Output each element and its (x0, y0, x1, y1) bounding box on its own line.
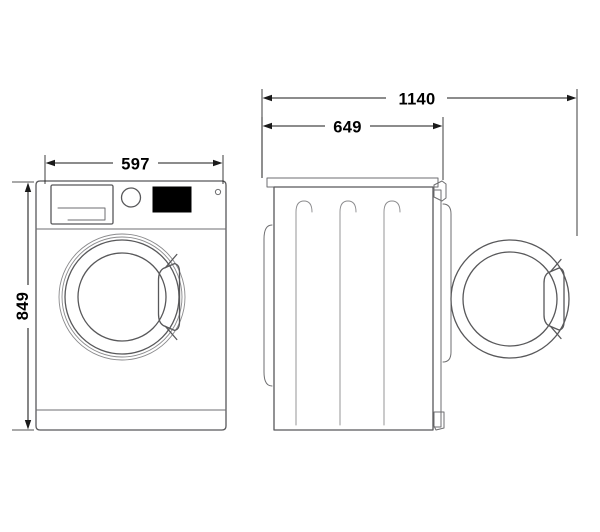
dimension-849: 849 (12, 181, 34, 431)
detergent-drawer[interactable] (50, 184, 114, 225)
dim-label-597: 597 (121, 156, 149, 174)
worktop-lid (266, 177, 439, 188)
door-handle-upper-seam (164, 253, 178, 269)
door-bezel-mid-icon (61, 236, 183, 358)
dim-label-849: 849 (14, 292, 32, 320)
arrow-597-right-icon (213, 159, 223, 167)
open-door-inner (462, 251, 558, 347)
cabinet-body (35, 180, 227, 431)
front-view: 597 849 (12, 155, 227, 431)
display-screen (152, 186, 192, 213)
dimension-597: 597 (44, 155, 224, 184)
open-door-handle-lower-seam (549, 325, 562, 340)
rear-panel (263, 224, 273, 387)
door-hinge[interactable] (433, 180, 447, 202)
dim-label-1140: 1140 (399, 91, 436, 109)
arrow-649-left-icon (262, 122, 272, 130)
drum-rib-3 (383, 200, 401, 426)
door-porthole-glass (77, 252, 167, 342)
power-button[interactable] (214, 188, 222, 196)
arrow-649-right-icon (433, 122, 443, 130)
open-door-leaf (442, 203, 452, 363)
door-bezel-outer-icon (58, 233, 186, 361)
door-porthole-outer (64, 239, 180, 355)
open-door-handle-upper-seam (549, 258, 562, 273)
open-door-outer (450, 239, 570, 359)
arrow-1140-right-icon (567, 94, 577, 102)
detergent-drawer-step (57, 207, 106, 221)
dimension-1140: 1140 (261, 89, 578, 236)
cabinet-top (273, 186, 434, 431)
arrow-849-bottom-icon (24, 420, 32, 430)
arrow-849-top-icon (24, 182, 32, 192)
dim-label-649: 649 (333, 119, 361, 137)
dimension-649: 649 (261, 117, 444, 180)
door-foot (433, 411, 445, 431)
door-handle[interactable] (157, 262, 181, 332)
arrow-597-left-icon (45, 159, 55, 167)
drum-rib-1 (295, 200, 313, 426)
front-face-strip (432, 189, 442, 428)
arrow-1140-left-icon (262, 94, 272, 102)
drum-rib-2 (339, 200, 357, 426)
door-handle-lower-seam (164, 325, 178, 341)
open-door-handle[interactable] (543, 267, 565, 331)
program-knob[interactable] (120, 187, 142, 208)
plan-view: 1140 649 (261, 89, 578, 431)
